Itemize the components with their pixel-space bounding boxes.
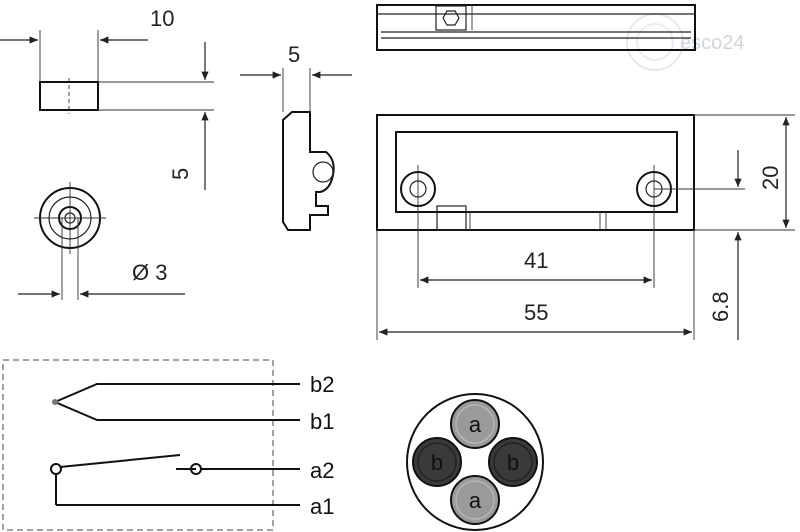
ring-magnet-view: Ø 3 xyxy=(18,182,185,300)
connector-pin-circle xyxy=(488,437,538,487)
magnet-width-label: 10 xyxy=(150,6,174,31)
connector-pin-circle xyxy=(450,399,500,449)
connector-pin-label: a xyxy=(469,412,482,437)
contact-point-icon xyxy=(52,399,58,405)
terminal-b1: b1 xyxy=(310,409,334,434)
magnet-height-label: 5 xyxy=(168,168,193,180)
terminal-a2: a2 xyxy=(310,458,334,483)
connector-pin-circle xyxy=(412,437,462,487)
profile-body xyxy=(282,111,335,231)
watermark-logo-icon xyxy=(626,13,684,71)
side-profile-view: 5 xyxy=(240,42,352,231)
screw-head-icon xyxy=(435,5,467,31)
side-width-label: 5 xyxy=(288,42,300,67)
connector-pin-circle xyxy=(450,475,500,525)
connector-pin-a-0: a xyxy=(450,399,500,449)
connector-outline xyxy=(406,393,544,531)
housing-top-view xyxy=(376,4,696,51)
magnet-block-view: 10 5 xyxy=(0,6,214,190)
mount-offset-label: 6.8 xyxy=(708,291,733,322)
connector-pin-label: a xyxy=(469,488,482,513)
connector-pin-b-2: b xyxy=(488,437,538,487)
connector-pin-label: b xyxy=(431,450,443,475)
connector-pin-a-3: a xyxy=(450,475,500,525)
housing-outline xyxy=(376,114,695,231)
schematic-border xyxy=(2,359,274,531)
housing-front-view: 41 55 20 6.8 xyxy=(376,114,795,340)
terminal-b2: b2 xyxy=(310,372,334,397)
connector-pin-label: b xyxy=(507,450,519,475)
terminal-a1: a1 xyxy=(310,494,334,519)
hole-spacing-label: 41 xyxy=(524,248,548,273)
hole-diameter-label: Ø 3 xyxy=(132,260,167,285)
circuit-schematic: b2 b1 a2 a1 xyxy=(2,359,334,531)
watermark: esco24 xyxy=(626,13,745,71)
watermark-text: esco24 xyxy=(680,32,745,54)
connector-pin-b-1: b xyxy=(412,437,462,487)
housing-length-label: 55 xyxy=(524,300,548,325)
housing-height-label: 20 xyxy=(758,166,783,190)
